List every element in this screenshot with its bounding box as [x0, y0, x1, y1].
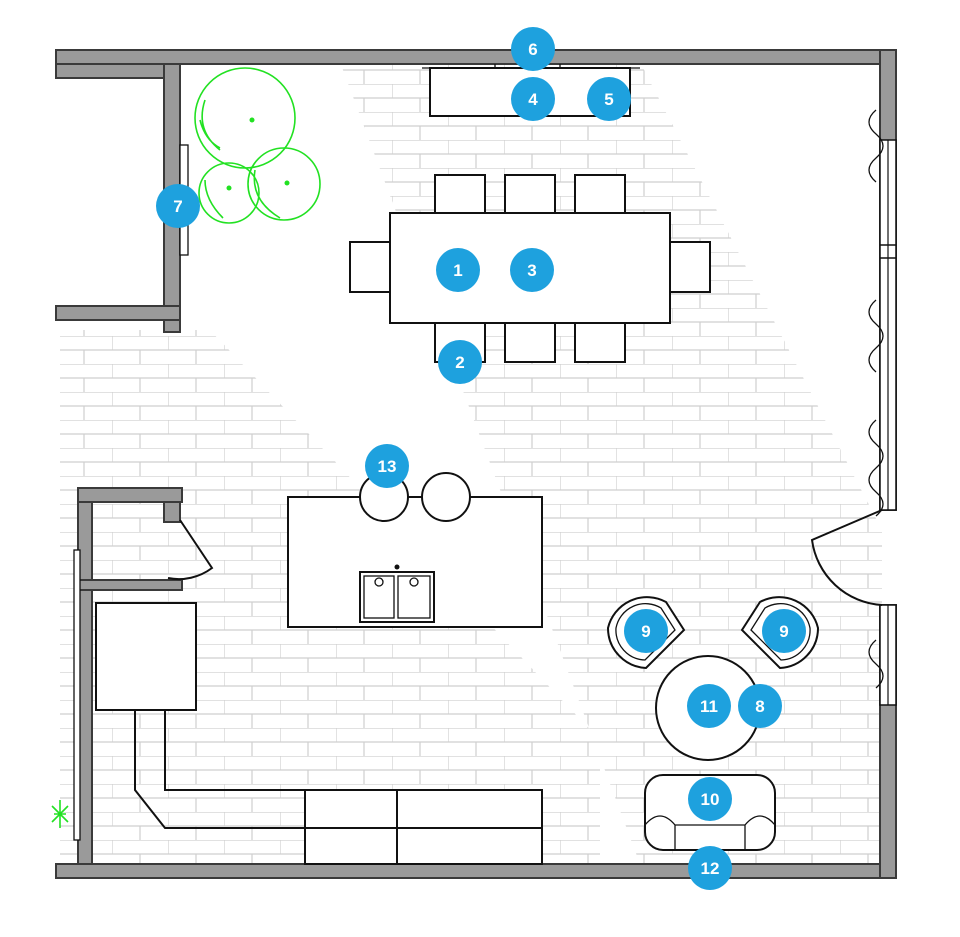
marker-4-label: 4 [528, 90, 538, 109]
refrigerator [95, 602, 197, 711]
marker-12[interactable]: 12 [688, 846, 732, 890]
marker-9a[interactable]: 9 [624, 609, 668, 653]
marker-12-badge[interactable] [688, 846, 732, 890]
marker-10[interactable]: 10 [688, 777, 732, 821]
marker-7-badge[interactable] [156, 184, 200, 228]
marker-11[interactable]: 11 [687, 684, 731, 728]
marker-9b[interactable]: 9 [762, 609, 806, 653]
marker-12-label: 12 [701, 859, 720, 878]
marker-9a-badge[interactable] [624, 609, 668, 653]
curtains [868, 109, 884, 689]
marker-1-badge[interactable] [436, 248, 480, 292]
window-left-lower [73, 549, 81, 841]
kitchen-island [287, 496, 543, 628]
marker-11-badge[interactable] [687, 684, 731, 728]
marker-2-badge[interactable] [438, 340, 482, 384]
marker-8-badge[interactable] [738, 684, 782, 728]
kitchen-counter [134, 710, 543, 865]
marker-13-badge[interactable] [365, 444, 409, 488]
marker-3-badge[interactable] [510, 248, 554, 292]
marker-5-label: 5 [604, 90, 613, 109]
marker-1[interactable]: 1 [436, 248, 480, 292]
marker-9b-label: 9 [779, 622, 788, 641]
marker-9b-badge[interactable] [762, 609, 806, 653]
marker-4[interactable]: 4 [511, 77, 555, 121]
window-right-upper [879, 139, 897, 511]
marker-6[interactable]: 6 [511, 27, 555, 71]
marker-6-label: 6 [528, 40, 537, 59]
marker-13-label: 13 [378, 457, 397, 476]
marker-2-label: 2 [455, 353, 464, 372]
pantry-door[interactable] [167, 519, 214, 581]
marker-9a-label: 9 [641, 622, 650, 641]
marker-8-label: 8 [755, 697, 764, 716]
marker-3[interactable]: 3 [510, 248, 554, 292]
plant-small-icon [51, 800, 69, 828]
double-sink-icon [359, 564, 435, 623]
marker-10-label: 10 [701, 790, 720, 809]
marker-5-badge[interactable] [587, 77, 631, 121]
marker-8[interactable]: 8 [738, 684, 782, 728]
marker-7[interactable]: 7 [156, 184, 200, 228]
marker-3-label: 3 [527, 261, 536, 280]
potted-plant-icon [194, 67, 321, 224]
marker-2[interactable]: 2 [438, 340, 482, 384]
marker-10-badge[interactable] [688, 777, 732, 821]
door-right[interactable] [810, 509, 883, 606]
window-right-lower [879, 604, 897, 706]
marker-1-label: 1 [453, 261, 462, 280]
marker-11-label: 11 [700, 697, 718, 716]
marker-6-badge[interactable] [511, 27, 555, 71]
marker-13[interactable]: 13 [365, 444, 409, 488]
marker-5[interactable]: 5 [587, 77, 631, 121]
marker-7-label: 7 [173, 197, 182, 216]
dining-table [349, 174, 711, 363]
marker-4-badge[interactable] [511, 77, 555, 121]
